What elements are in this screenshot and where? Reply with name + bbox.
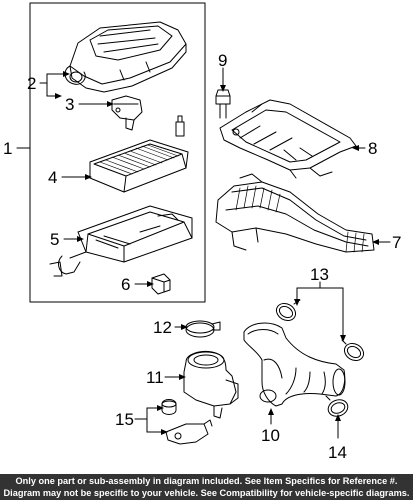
- callout-7: 7: [392, 233, 401, 252]
- disclaimer-line-2: Diagram may not be specific to your vehi…: [3, 488, 410, 498]
- callout-labels: 1 2 3 4 5 6 7 8 9 10 11 12 13 14 15: [3, 51, 401, 462]
- callout-8: 8: [368, 139, 377, 158]
- resonator-box: [183, 351, 239, 419]
- disclaimer-banner: Only one part or sub-assembly in diagram…: [0, 474, 413, 500]
- callout-12: 12: [153, 318, 172, 337]
- intake-duct: [219, 99, 357, 179]
- grommet: [151, 273, 171, 295]
- arrowheads: [55, 71, 379, 435]
- bracket: [165, 419, 213, 445]
- callout-5: 5: [50, 230, 59, 249]
- callout-6: 6: [121, 275, 130, 294]
- airflow-sensor: [111, 95, 143, 131]
- callout-13: 13: [310, 265, 329, 284]
- callout-11: 11: [146, 368, 164, 387]
- callout-9: 9: [218, 51, 227, 70]
- callout-14: 14: [328, 443, 347, 462]
- clamp-lower: [341, 339, 365, 362]
- intake-hose: [243, 322, 346, 407]
- air-cleaner-cover: [64, 21, 187, 93]
- callout-4: 4: [48, 168, 57, 187]
- air-cleaner-case: [49, 205, 193, 277]
- clamp-14: [325, 395, 349, 417]
- intake-resonator: [215, 173, 375, 253]
- callout-10: 10: [261, 426, 280, 445]
- bushing: [161, 399, 177, 415]
- clamp-12: [185, 320, 221, 338]
- assembly-box: [16, 2, 206, 303]
- bolt: [215, 89, 231, 119]
- callout-15: 15: [115, 410, 134, 429]
- air-filter: [89, 139, 189, 193]
- clip-part: [175, 115, 185, 137]
- disclaimer-line-1: Only one part or sub-assembly in diagram…: [15, 476, 398, 486]
- callout-3: 3: [65, 95, 74, 114]
- callout-1: 1: [3, 139, 12, 158]
- callout-2: 2: [27, 74, 36, 93]
- diagram-canvas: 1 2 3 4 5 6 7 8 9 10 11 12 13 14 15: [3, 2, 401, 462]
